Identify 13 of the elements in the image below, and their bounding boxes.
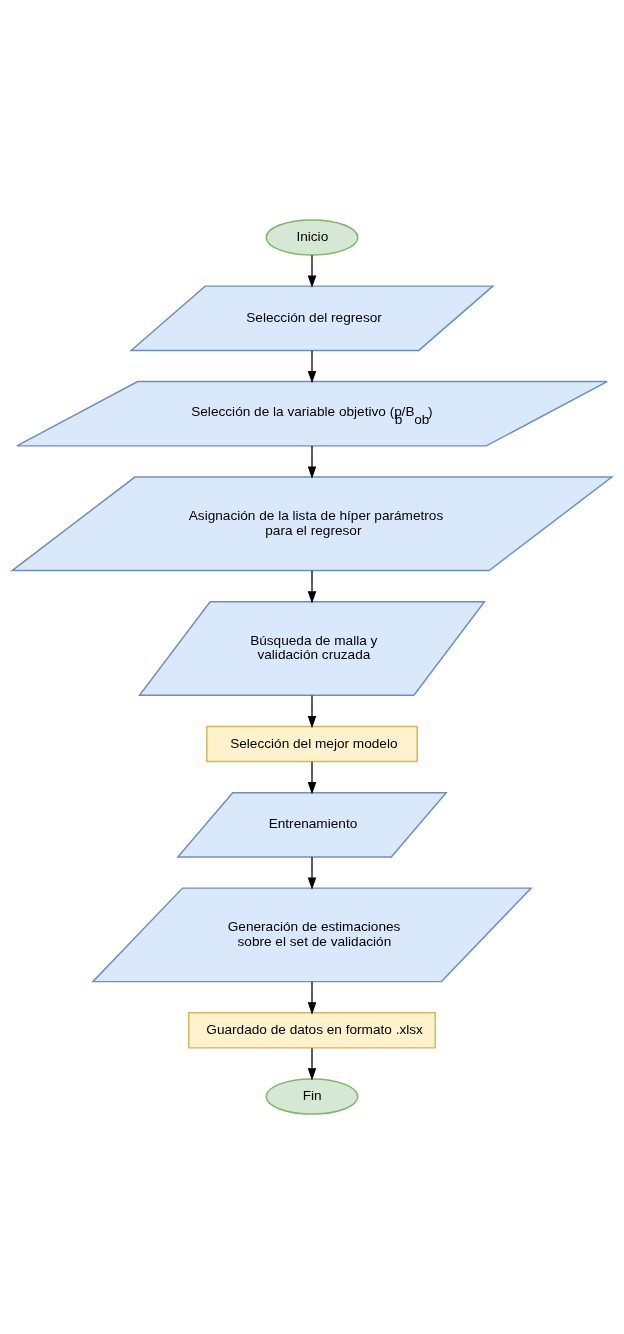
arrow xyxy=(307,445,317,479)
arrow xyxy=(307,1047,317,1081)
node-box: Guardado de datos en formato .xlsx xyxy=(188,1012,436,1049)
arrow xyxy=(307,254,317,288)
arrow xyxy=(307,350,317,384)
node-ellipse: Fin xyxy=(265,1078,359,1115)
node-box: Selección del mejor modelo xyxy=(206,725,418,763)
arrow xyxy=(307,694,317,729)
node-ellipse: Inicio xyxy=(265,219,359,256)
arrow xyxy=(307,570,317,604)
arrow xyxy=(307,981,317,1015)
arrow xyxy=(307,761,317,795)
arrow xyxy=(307,856,317,890)
